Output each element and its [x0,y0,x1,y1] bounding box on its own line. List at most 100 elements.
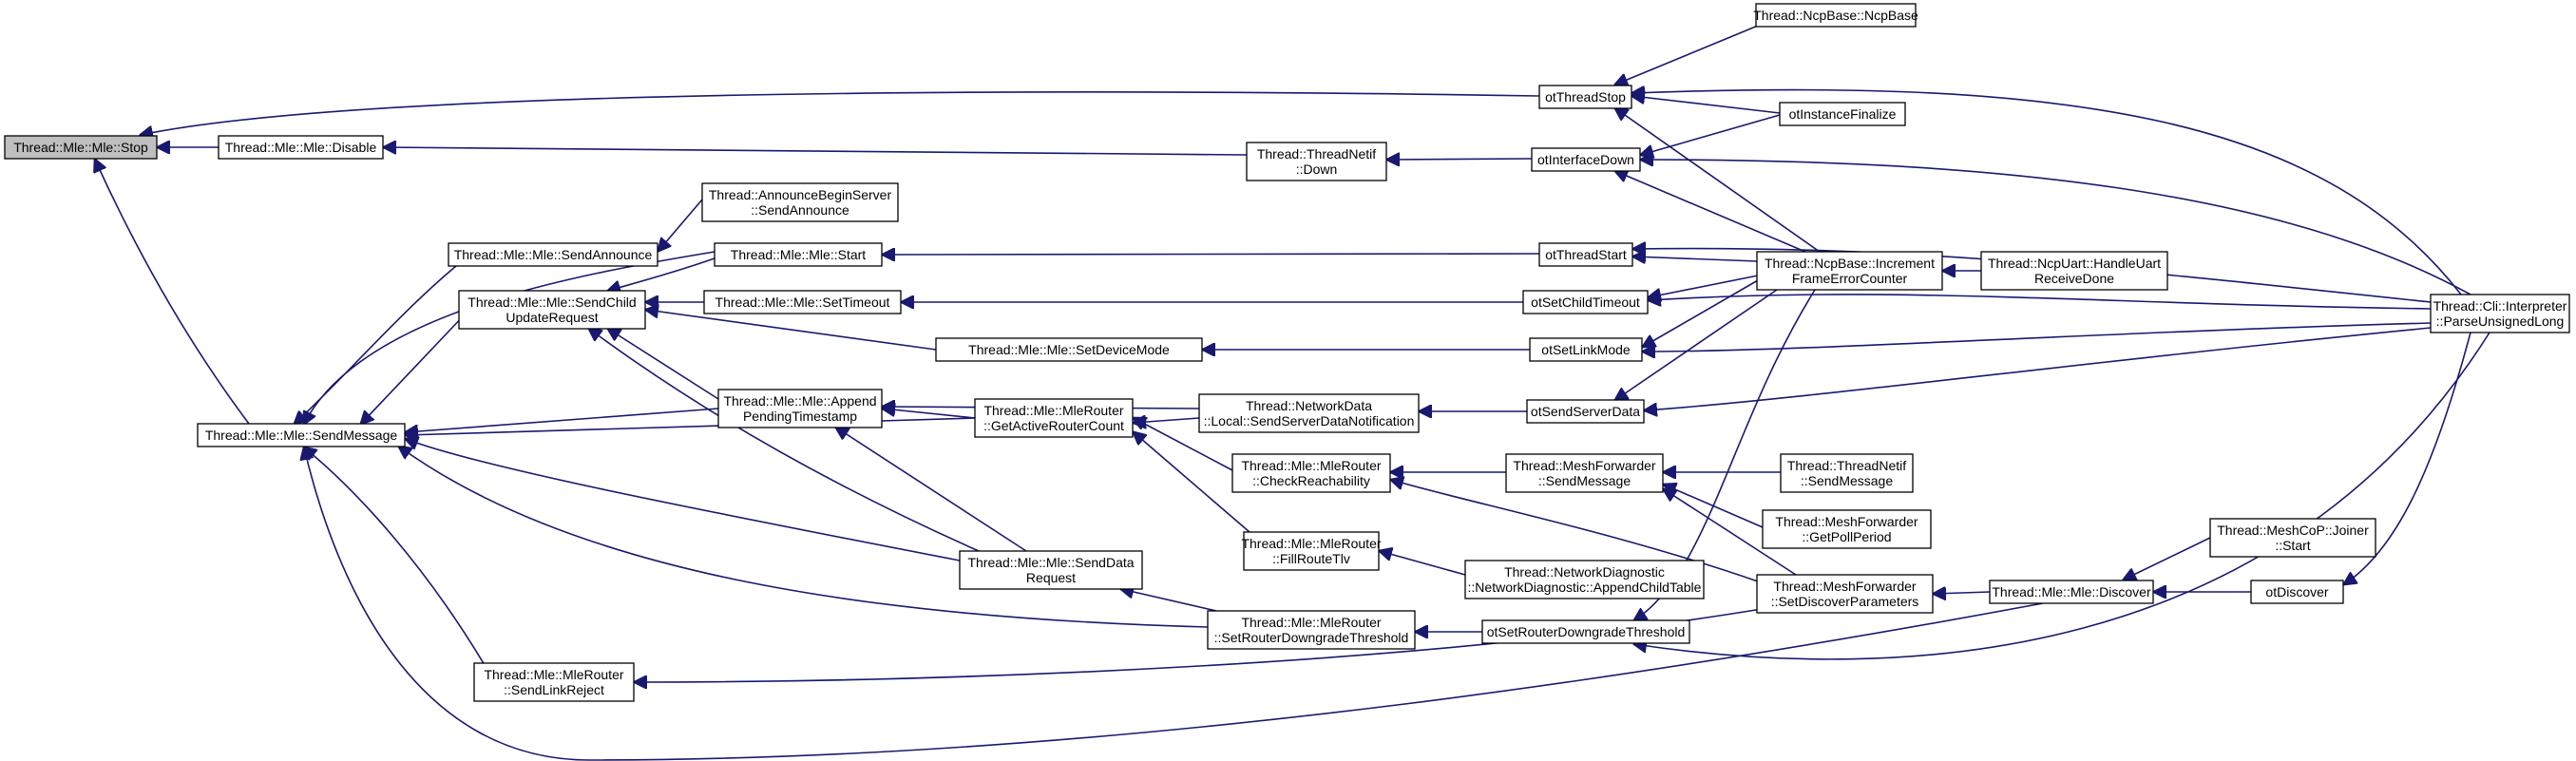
node-networkdata[interactable]: Thread::NetworkData::Local::SendServerDa… [1198,393,1420,433]
node-cliparse[interactable]: Thread::Cli::Interpreter::ParseUnsignedL… [2430,294,2570,333]
node-label: otSetRouterDowngradeThreshold [1487,624,1686,639]
node-label: Thread::MeshForwarder [1513,458,1656,473]
node-label: ::SendMessage [1801,473,1893,488]
node-label: Thread::ThreadNetif [1787,458,1906,473]
node-ncpbasencpbase[interactable]: Thread::NcpBase::NcpBase [1753,3,1918,28]
node-disable[interactable]: Thread::Mle::Mle::Disable [218,135,384,160]
node-stop[interactable]: Thread::Mle::Mle::Stop [4,135,158,160]
node-box [218,135,384,160]
node-joinerstart[interactable]: Thread::MeshCoP::Joiner::Start [2209,518,2376,558]
edge-setdevicemode-to-sendchild [646,310,937,351]
edge-cliparse-to-otdiscover [2344,332,2471,584]
node-box [1464,560,1705,599]
node-settimeout[interactable]: Thread::Mle::Mle::SetTimeout [703,290,902,314]
node-box [701,182,899,222]
edge-getactive-to-appendpending [883,409,976,419]
node-label: Thread::Mle::Mle::Stop [13,140,148,155]
node-otsetlinkmode[interactable]: otSetLinkMode [1529,337,1643,362]
node-label: otThreadStop [1545,89,1626,105]
node-label: ::SendAnnounce [751,202,849,218]
node-box [458,290,646,330]
node-mlestart[interactable]: Thread::Mle::Mle::Start [714,242,883,267]
node-otinterfacedown[interactable]: otInterfaceDown [1531,147,1641,172]
node-label: ::CheckReachability [1252,473,1370,488]
edges-layer [95,25,2490,761]
node-netdiag[interactable]: Thread::NetworkDiagnostic::NetworkDiagno… [1464,560,1705,599]
node-otthreadstart[interactable]: otThreadStart [1538,242,1633,267]
node-threadnetifdown[interactable]: Thread::ThreadNetif::Down [1246,142,1387,181]
node-box [1762,509,1932,549]
edge-otinstancefinalize-to-otthreadstop [1632,96,1781,114]
node-otsetchildtimeout[interactable]: otSetChildTimeout [1522,290,1649,314]
node-setrouterdown[interactable]: Thread::Mle::MleRouter::SetRouterDowngra… [1207,610,1416,650]
node-otsendserverdata[interactable]: otSendServerData [1526,399,1645,424]
node-label: ::SendMessage [1538,473,1631,488]
node-announcebegin[interactable]: Thread::AnnounceBeginServer::SendAnnounc… [701,182,899,222]
node-label: Thread::NcpBase::Increment [1765,256,1935,271]
node-box [935,337,1203,362]
node-box [1989,580,2154,604]
node-checkreach[interactable]: Thread::Mle::MleRouter::CheckReachabilit… [1231,453,1391,493]
node-setdiscover[interactable]: Thread::MeshForwarder::SetDiscoverParame… [1756,574,1934,614]
node-label: ::Down [1296,162,1338,177]
node-otthreadstop[interactable]: otThreadStop [1538,85,1632,109]
node-label: otSetChildTimeout [1531,295,1640,310]
edge-appendpending-to-sendmessage [406,408,719,432]
edge-cliparse-to-otsetchildtimeout [1649,295,2432,310]
node-setdevicemode[interactable]: Thread::Mle::Mle::SetDeviceMode [935,337,1203,362]
node-label: Thread::Mle::Mle::SendData [967,555,1134,570]
edge-cliparse-to-otthreadstop [1632,90,2462,295]
edge-senddata-to-sendchild [589,329,980,552]
edge-setdiscover-to-meshsendmessage [1664,489,1797,576]
node-box [703,290,902,314]
node-meshsendmessage[interactable]: Thread::MeshForwarder::SendMessage [1505,453,1664,493]
node-label: PendingTimestamp [743,409,857,424]
node-ncpincrement[interactable]: Thread::NcpBase::IncrementFrameErrorCoun… [1756,251,1943,291]
node-sendmessage[interactable]: Thread::Mle::Mle::SendMessage [197,423,406,447]
node-box [1529,337,1643,362]
edge-threadnetifdown-to-disable [384,147,1248,156]
node-label: Thread::Cli::Interpreter [2433,298,2567,314]
node-sendlinkreject[interactable]: Thread::Mle::MleRouter::SendLinkReject [473,662,635,702]
node-getpollperiod[interactable]: Thread::MeshForwarder::GetPollPeriod [1762,509,1932,549]
edge-ncpbasencpbase-to-otthreadstop [1615,25,1759,85]
node-threadnetifsend[interactable]: Thread::ThreadNetif::SendMessage [1780,453,1914,493]
node-label: ::FillRouteTlv [1272,551,1350,566]
node-fillroute[interactable]: Thread::Mle::MleRouter::FillRouteTlv [1241,531,1382,571]
edge-setrouterdown-to-sendmessage [399,447,1209,628]
node-label: Thread::Mle::MleRouter [484,667,623,682]
node-label: Thread::Mle::MleRouter [1241,615,1381,630]
node-box [717,389,883,428]
node-mlediscover[interactable]: Thread::Mle::Mle::Discover [1989,580,2154,604]
node-box [1526,399,1645,424]
edge-ncpincrement-to-otthreadstart [1633,257,1759,261]
node-label: Thread::NcpBase::NcpBase [1753,8,1918,23]
node-label: Thread::NetworkDiagnostic [1504,564,1665,580]
edge-otinterfacedown-to-threadnetifdown [1387,159,1533,160]
node-label: Thread::Mle::Mle::Discover [1992,584,2151,599]
node-label: otDiscover [2265,584,2328,599]
node-label: ::Start [2275,538,2310,553]
node-box [2430,294,2570,333]
edge-mlestart-to-sendchild [608,257,716,291]
node-otdiscover[interactable]: otDiscover [2250,580,2344,604]
node-box [1756,251,1943,291]
node-label: UpdateRequest [506,310,598,325]
edge-sendchild-to-sendmessage [361,313,467,424]
node-label: Thread::Mle::MleRouter [1241,536,1381,551]
edge-announcebegin-to-sendannounce [658,199,703,251]
node-otinstancefinalize[interactable]: otInstanceFinalize [1779,102,1906,126]
edge-getpollperiod-to-meshsendmessage [1664,485,1764,528]
node-getactive[interactable]: Thread::Mle::MleRouter::GetActiveRouterC… [974,398,1134,438]
edge-cliparse-to-otsetrouterdown [1634,332,2490,660]
node-label: ReceiveDone [2034,271,2114,286]
node-label: Thread::Mle::Mle::SendMessage [205,428,398,443]
node-sendannounce[interactable]: Thread::Mle::Mle::SendAnnounce [448,242,658,267]
node-otsetrouterdown[interactable]: otSetRouterDowngradeThreshold [1481,619,1690,644]
edge-setrouterdown-to-senddata [1121,589,1217,612]
